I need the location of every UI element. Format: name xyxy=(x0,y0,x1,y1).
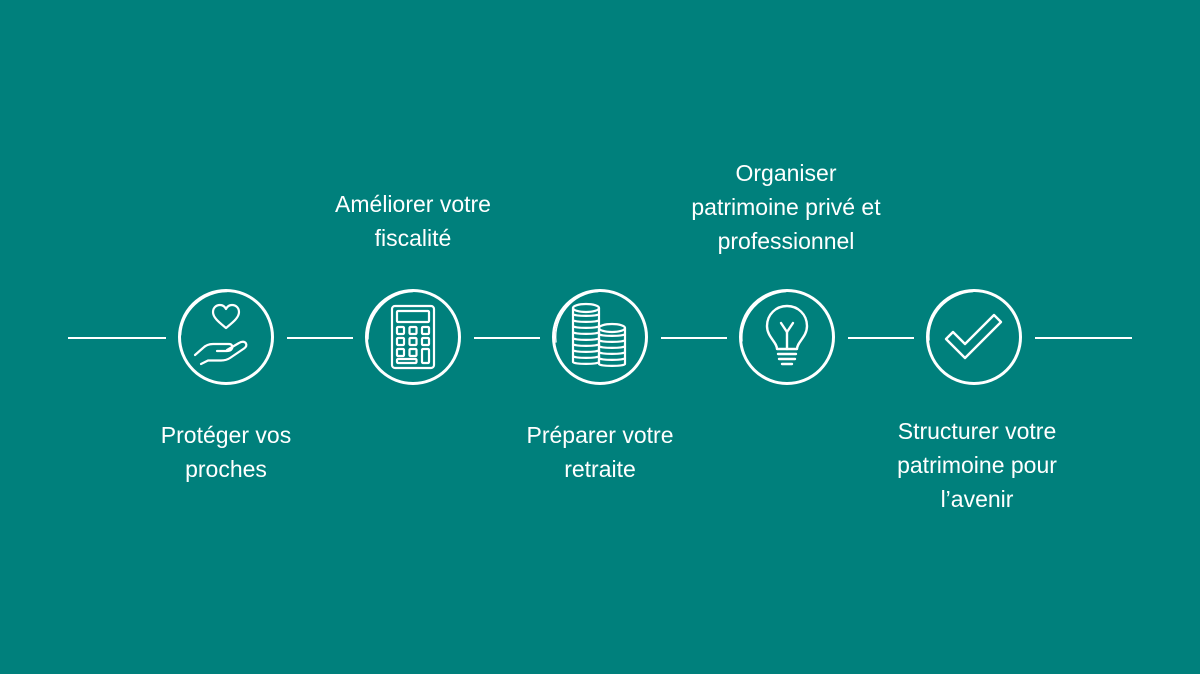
step-label-line: Organiser xyxy=(735,160,837,186)
checkmark-icon xyxy=(926,289,1022,385)
step-1-label: Protéger vos proches xyxy=(96,418,356,486)
step-3-node xyxy=(550,287,650,387)
step-4-node xyxy=(737,287,837,387)
step-label-line: l’avenir xyxy=(940,486,1014,512)
coins-stack-icon xyxy=(552,289,648,385)
step-label-line: Protéger vos xyxy=(160,422,292,448)
step-label-line: patrimoine privé et xyxy=(691,194,881,220)
step-label-line: Préparer votre xyxy=(526,422,674,448)
step-label-line: proches xyxy=(185,456,267,482)
step-label-line: patrimoine pour xyxy=(897,452,1057,478)
step-3-label: Préparer votre retraite xyxy=(470,418,730,486)
step-1-node xyxy=(176,287,276,387)
connector-line xyxy=(287,337,353,339)
step-label-line: Améliorer votre xyxy=(335,191,491,217)
heart-hand-icon xyxy=(178,289,274,385)
lightbulb-icon xyxy=(739,289,835,385)
step-2-node xyxy=(363,287,463,387)
step-label-line: professionnel xyxy=(717,228,855,254)
step-4-label: Organiser patrimoine privé et profession… xyxy=(656,156,916,258)
connector-line xyxy=(661,337,727,339)
step-label-line: fiscalité xyxy=(374,225,452,251)
step-label-line: retraite xyxy=(564,456,636,482)
step-label-line: Structurer votre xyxy=(897,418,1057,444)
connector-line xyxy=(1035,337,1132,339)
step-5-node xyxy=(924,287,1024,387)
step-5-label: Structurer votre patrimoine pour l’aveni… xyxy=(847,414,1107,516)
step-2-label: Améliorer votre fiscalité xyxy=(283,187,543,255)
connector-line xyxy=(474,337,540,339)
calculator-icon xyxy=(365,289,461,385)
connector-line xyxy=(848,337,914,339)
connector-line xyxy=(68,337,166,339)
